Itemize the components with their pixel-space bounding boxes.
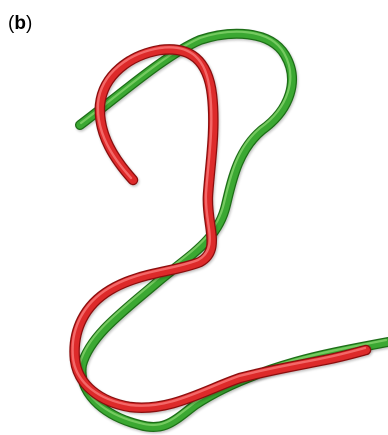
panel-label-close-paren: ) bbox=[25, 13, 33, 34]
panel-label: (b) bbox=[8, 14, 32, 33]
red-trace-highlight bbox=[71, 46, 367, 407]
red-backbone-trace bbox=[69, 44, 372, 413]
green-backbone-trace bbox=[75, 28, 388, 433]
green-trace-body bbox=[76, 30, 388, 431]
panel-label-open-paren: ( bbox=[8, 13, 15, 34]
panel-label-letter: b bbox=[14, 13, 26, 34]
red-trace-body bbox=[70, 45, 370, 412]
